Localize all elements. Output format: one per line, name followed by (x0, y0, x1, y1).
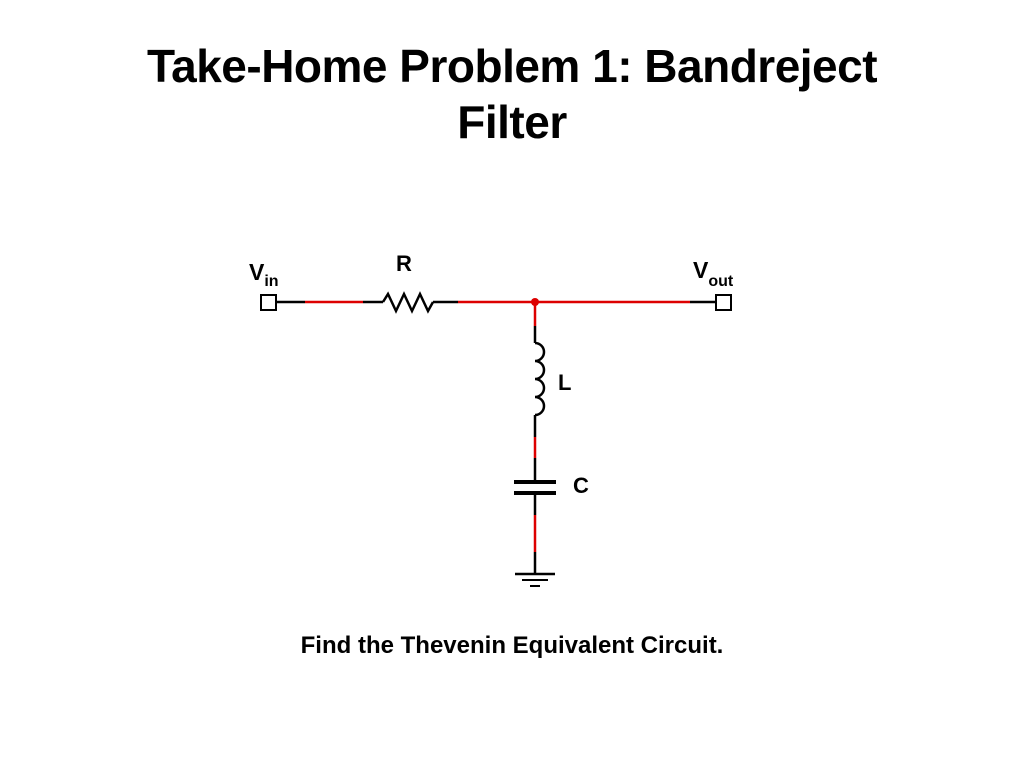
slide-title: Take-Home Problem 1: Bandreject Filter (0, 38, 1024, 150)
output-label-main: V (693, 257, 709, 283)
title-line-2: Filter (457, 96, 567, 148)
output-label-sub: out (708, 273, 734, 290)
capacitor-label: C (573, 473, 589, 498)
input-terminal (260, 294, 277, 311)
problem-instruction: Find the Thevenin Equivalent Circuit. (300, 632, 724, 659)
input-label-main: V (249, 259, 265, 285)
output-terminal (715, 294, 732, 311)
inductor-symbol (534, 341, 546, 417)
title-line-1: Take-Home Problem 1: Bandreject (146, 40, 878, 92)
input-label-sub: in (264, 273, 278, 290)
input-label: Vin (249, 259, 279, 290)
ground-icon (515, 572, 555, 587)
inductor-label: L (558, 370, 571, 395)
resistor-symbol (381, 291, 435, 314)
resistor-label: R (396, 251, 412, 276)
output-label: Vout (693, 257, 734, 290)
